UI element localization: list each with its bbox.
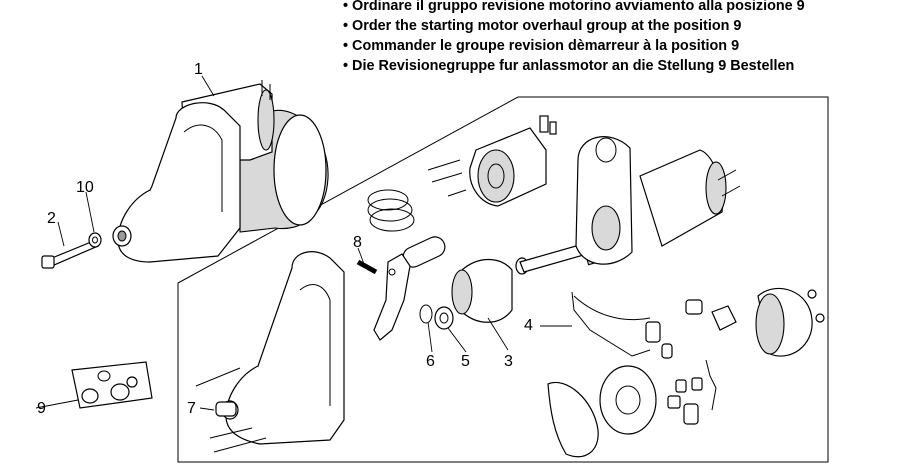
exploded-view-frame bbox=[177, 96, 829, 463]
ordering-notes: Ordinare il gruppo revisione motorino av… bbox=[343, 0, 898, 76]
note-english: Order the starting motor overhaul group … bbox=[343, 16, 898, 36]
callout-1: 1 bbox=[194, 61, 203, 78]
brush-holder-assembly bbox=[571, 291, 737, 359]
stop-collar bbox=[434, 306, 454, 330]
end-cover bbox=[755, 287, 825, 357]
field-frame bbox=[639, 149, 741, 247]
callout-leaders bbox=[35, 75, 572, 411]
callout-6: 6 bbox=[426, 353, 435, 370]
note-french: Commander le groupe revision dèmarreur à… bbox=[343, 36, 898, 56]
assembled-starter-motor bbox=[112, 80, 329, 263]
note-italian: Ordinare il gruppo revisione motorino av… bbox=[343, 0, 898, 16]
solenoid-screws bbox=[427, 159, 467, 197]
solenoid bbox=[469, 115, 557, 207]
circlip bbox=[419, 304, 433, 324]
drive-end-housing bbox=[575, 136, 633, 265]
callout-3: 3 bbox=[504, 353, 513, 370]
brush-plate bbox=[547, 365, 657, 458]
note-german: Die Revisionegruppe fur anlassmotor an d… bbox=[343, 56, 898, 76]
drive-housing-exploded bbox=[221, 251, 345, 445]
callout-10: 10 bbox=[76, 179, 94, 196]
callout-4: 4 bbox=[524, 317, 533, 334]
pinion-drive bbox=[451, 257, 529, 323]
callout-8: 8 bbox=[353, 234, 362, 251]
callout-2: 2 bbox=[47, 210, 56, 227]
through-bolt bbox=[41, 239, 99, 269]
shift-fork-lever bbox=[373, 253, 411, 341]
pivot-pin bbox=[356, 259, 378, 275]
brushes bbox=[667, 359, 717, 425]
overhaul-kit bbox=[71, 361, 153, 409]
callout-5: 5 bbox=[461, 353, 470, 370]
housing-bolts bbox=[195, 367, 267, 453]
callout-7: 7 bbox=[187, 400, 196, 417]
callout-9: 9 bbox=[37, 400, 46, 417]
bushing bbox=[215, 401, 237, 417]
return-spring bbox=[367, 189, 415, 232]
washer bbox=[88, 232, 102, 248]
